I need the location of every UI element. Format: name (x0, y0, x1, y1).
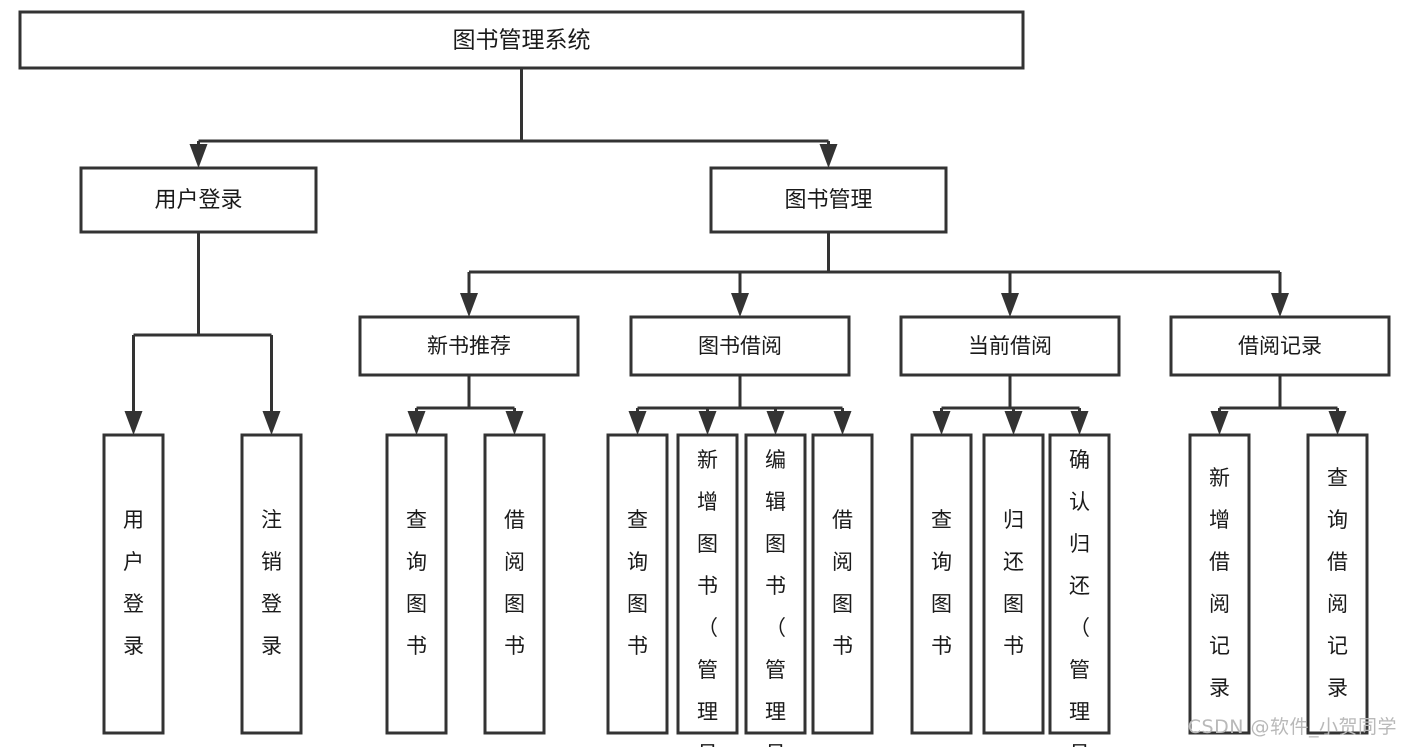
level3-node-当前借阅[interactable]: 当前借阅 (899, 315, 1121, 377)
leaf-3-借阅图书-label: 借阅图书 (504, 508, 525, 658)
arrowhead-icon (262, 411, 281, 435)
leaf-6-编辑图书管理员[interactable]: 编辑图书（管理员） (744, 433, 807, 747)
arrowhead-icon (124, 411, 143, 435)
level3-node-借阅记录-box[interactable] (1169, 315, 1391, 377)
arrowhead-icon (819, 144, 838, 168)
level2-node-用户登录-box[interactable] (79, 166, 318, 234)
arrowhead-icon (189, 144, 208, 168)
leaf-0-用户登录[interactable]: 用户登录 (102, 433, 165, 735)
leaf-10-确认归还管理员-label: 确认归还（管理员） (1069, 448, 1090, 747)
arrowhead-icon (407, 411, 426, 435)
leaf-4-查询图书-box[interactable] (606, 433, 669, 735)
leaf-4-查询图书-label: 查询图书 (627, 508, 648, 658)
level3-node-图书借阅-box[interactable] (629, 315, 851, 377)
leaf-7-借阅图书-label: 借阅图书 (832, 508, 853, 658)
node-layer: 图书管理系统用户登录图书管理新书推荐图书借阅当前借阅借阅记录用户登录注销登录查询… (18, 10, 1391, 747)
level2-node-图书管理-box[interactable] (709, 166, 948, 234)
leaf-10-确认归还管理员-box[interactable] (1048, 433, 1111, 735)
arrowhead-icon (505, 411, 524, 435)
leaf-12-查询借阅记录-box[interactable] (1306, 433, 1369, 735)
root-node-图书管理系统-label: 图书管理系统 (453, 28, 591, 54)
leaf-7-借阅图书-box[interactable] (811, 433, 874, 735)
level3-node-新书推荐[interactable]: 新书推荐 (358, 315, 580, 377)
leaf-12-查询借阅记录-label: 查询借阅记录 (1327, 466, 1348, 700)
arrowhead-icon (1328, 411, 1347, 435)
leaf-4-查询图书[interactable]: 查询图书 (606, 433, 669, 735)
level2-node-用户登录[interactable]: 用户登录 (79, 166, 318, 234)
leaf-11-新增借阅记录[interactable]: 新增借阅记录 (1188, 433, 1251, 735)
leaf-5-新增图书管理员[interactable]: 新增图书（管理员） (676, 433, 739, 747)
leaf-1-注销登录[interactable]: 注销登录 (240, 433, 303, 735)
arrowhead-icon (731, 293, 749, 317)
leaf-6-编辑图书管理员-box[interactable] (744, 433, 807, 735)
arrowhead-icon (1271, 293, 1289, 317)
level3-node-图书借阅-label: 图书借阅 (698, 334, 782, 358)
arrowhead-icon (1004, 411, 1023, 435)
leaf-0-用户登录-label: 用户登录 (123, 508, 144, 658)
arrowhead-icon (698, 411, 717, 435)
leaf-5-新增图书管理员-box[interactable] (676, 433, 739, 735)
root-node-图书管理系统[interactable]: 图书管理系统 (18, 10, 1025, 70)
level2-node-用户登录-label: 用户登录 (154, 188, 242, 213)
leaf-9-归还图书[interactable]: 归还图书 (982, 433, 1045, 735)
arrowhead-icon (766, 411, 785, 435)
leaf-9-归还图书-label: 归还图书 (1003, 508, 1024, 658)
arrowhead-icon (1070, 411, 1089, 435)
leaf-2-查询图书-label: 查询图书 (406, 508, 427, 658)
leaf-7-借阅图书[interactable]: 借阅图书 (811, 433, 874, 735)
level3-node-当前借阅-box[interactable] (899, 315, 1121, 377)
leaf-3-借阅图书[interactable]: 借阅图书 (483, 433, 546, 735)
arrowhead-icon (932, 411, 951, 435)
leaf-10-确认归还管理员[interactable]: 确认归还（管理员） (1048, 433, 1111, 747)
leaf-0-用户登录-box[interactable] (102, 433, 165, 735)
leaf-8-查询图书[interactable]: 查询图书 (910, 433, 973, 735)
level3-node-借阅记录-label: 借阅记录 (1238, 334, 1322, 358)
arrowhead-icon (833, 411, 852, 435)
leaf-3-借阅图书-box[interactable] (483, 433, 546, 735)
leaf-2-查询图书[interactable]: 查询图书 (385, 433, 448, 735)
level3-node-图书借阅[interactable]: 图书借阅 (629, 315, 851, 377)
leaf-11-新增借阅记录-box[interactable] (1188, 433, 1251, 735)
level3-node-借阅记录[interactable]: 借阅记录 (1169, 315, 1391, 377)
leaf-1-注销登录-box[interactable] (240, 433, 303, 735)
leaf-6-编辑图书管理员-label: 编辑图书（管理员） (765, 448, 786, 747)
leaf-11-新增借阅记录-label: 新增借阅记录 (1209, 466, 1230, 700)
arrowhead-icon (1210, 411, 1229, 435)
root-node-图书管理系统-box[interactable] (18, 10, 1025, 70)
level3-node-新书推荐-box[interactable] (358, 315, 580, 377)
leaf-8-查询图书-box[interactable] (910, 433, 973, 735)
leaf-2-查询图书-box[interactable] (385, 433, 448, 735)
arrowhead-icon (628, 411, 647, 435)
level2-node-图书管理-label: 图书管理 (784, 188, 872, 213)
level3-node-当前借阅-label: 当前借阅 (968, 334, 1052, 358)
level2-node-图书管理[interactable]: 图书管理 (709, 166, 948, 234)
connector-layer (124, 68, 1347, 435)
leaf-1-注销登录-label: 注销登录 (261, 508, 282, 658)
leaf-12-查询借阅记录[interactable]: 查询借阅记录 (1306, 433, 1369, 735)
leaf-5-新增图书管理员-label: 新增图书（管理员） (697, 448, 718, 747)
arrowhead-icon (460, 293, 478, 317)
level3-node-新书推荐-label: 新书推荐 (427, 334, 511, 358)
arrowhead-icon (1001, 293, 1019, 317)
leaf-8-查询图书-label: 查询图书 (931, 508, 952, 658)
leaf-9-归还图书-box[interactable] (982, 433, 1045, 735)
